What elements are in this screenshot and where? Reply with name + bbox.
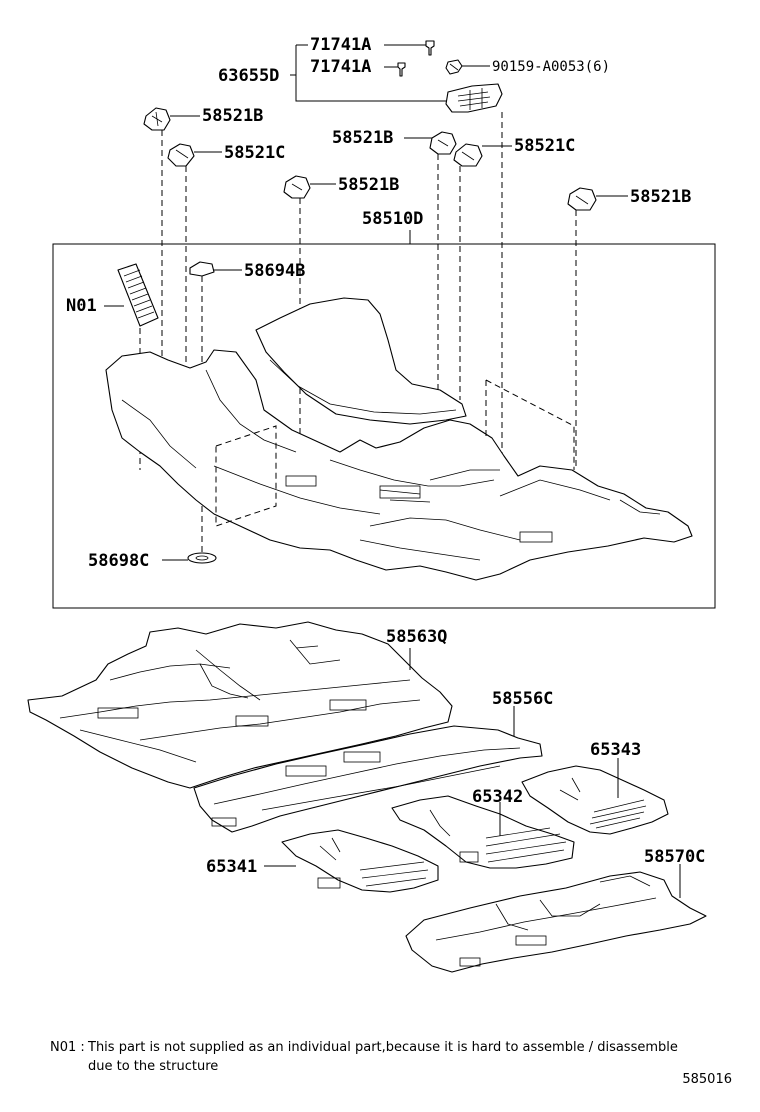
floor-carpet-58510d bbox=[105, 297, 693, 581]
callout-58694b: 58694B bbox=[244, 261, 305, 281]
callout-65343: 65343 bbox=[590, 740, 641, 760]
callout-58521b-4: 58521B bbox=[630, 187, 691, 207]
callout-58521b-1: 58521B bbox=[202, 106, 263, 126]
callout-58556c: 58556C bbox=[492, 689, 553, 709]
callout-58521c-2: 58521C bbox=[514, 136, 575, 156]
callout-71741a-2: 71741A bbox=[310, 57, 371, 77]
screw-71741a-1 bbox=[425, 40, 435, 56]
callout-65342: 65342 bbox=[472, 787, 523, 807]
callout-58563q: 58563Q bbox=[386, 627, 447, 647]
clip-90159-a0053 bbox=[445, 59, 490, 75]
clip-58694b bbox=[189, 261, 242, 277]
callout-63655d: 63655D bbox=[218, 66, 279, 86]
callout-90159-a0053: 90159-A0053(6) bbox=[492, 59, 610, 75]
screw-71741a-2 bbox=[397, 62, 406, 77]
footnote-n01: N01 :This part is not supplied as an ind… bbox=[50, 1038, 750, 1076]
callout-58698c: 58698C bbox=[88, 551, 149, 571]
pad-n01 bbox=[104, 263, 159, 327]
silencer-58570c bbox=[405, 864, 707, 973]
footnote-line-1: This part is not supplied as an individu… bbox=[88, 1040, 678, 1055]
footnote-key: N01 : bbox=[50, 1040, 85, 1055]
pad-65342 bbox=[391, 795, 575, 869]
bracket-63655d bbox=[290, 44, 503, 113]
silencer-58563q bbox=[27, 621, 453, 789]
pad-65343 bbox=[521, 758, 669, 835]
clip-58521b-left bbox=[143, 107, 200, 131]
clip-58521b-center bbox=[283, 175, 336, 199]
grommet-58698c bbox=[162, 552, 217, 564]
callout-65341: 65341 bbox=[206, 857, 257, 877]
callout-58521b-3: 58521B bbox=[332, 128, 393, 148]
diagram-code: 585016 bbox=[682, 1072, 732, 1087]
silencer-58556c bbox=[193, 706, 543, 833]
assembly-frame-58510d bbox=[52, 243, 716, 609]
callout-71741a-1: 71741A bbox=[310, 35, 371, 55]
callout-58570c: 58570C bbox=[644, 847, 705, 867]
pad-65341 bbox=[264, 829, 439, 893]
clip-58521b-far-right bbox=[567, 187, 628, 211]
callout-58521b-2: 58521B bbox=[338, 175, 399, 195]
callout-58521c-1: 58521C bbox=[224, 143, 285, 163]
footnote-line-2: due to the structure bbox=[88, 1059, 219, 1074]
callout-n01: N01 bbox=[66, 296, 97, 316]
clip-58521b-mid-right bbox=[404, 131, 457, 155]
clip-58521c-left bbox=[167, 143, 222, 167]
callout-58510d: 58510D bbox=[362, 209, 423, 229]
clip-58521c-right bbox=[453, 143, 512, 167]
